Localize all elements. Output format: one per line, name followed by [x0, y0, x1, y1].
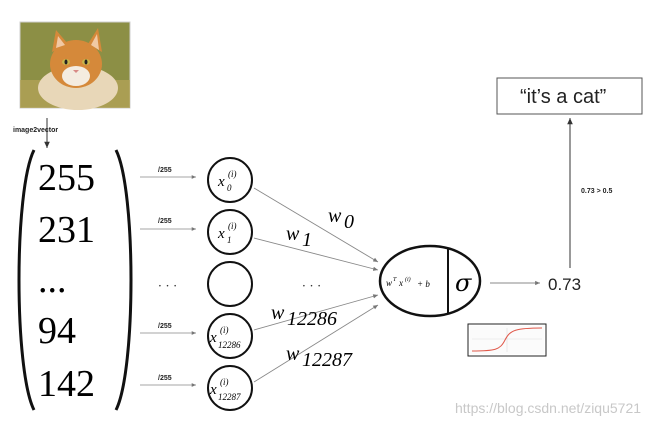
sigmoid-thumbnail: [467, 323, 547, 357]
node-sub-text: 1: [227, 235, 232, 245]
scale-label: /255: [158, 218, 172, 225]
formula-T: T: [393, 277, 397, 283]
vector-value: ...: [38, 259, 67, 301]
output-value: 0.73: [548, 275, 581, 294]
linear-formula: w T x (i) + b: [386, 276, 430, 289]
node-base-text: x: [209, 382, 217, 398]
formula-rest: + b: [417, 279, 430, 289]
vector-right-paren: [114, 149, 133, 411]
neuron: w T x (i) + b σ: [378, 244, 482, 318]
vector-value: 94: [38, 310, 76, 352]
vector-value: 255: [38, 157, 95, 199]
formula-i: (i): [405, 276, 411, 283]
node-sub-text: 0: [227, 183, 232, 193]
vector-left-paren: [17, 149, 36, 411]
scale-label: /255: [158, 375, 172, 382]
weight-edges: [253, 187, 379, 383]
weight-base-text: w: [328, 205, 342, 227]
scale-arrows: [140, 175, 196, 387]
left-ellipsis: · · ·: [158, 279, 177, 293]
node-sub-text: 12286: [218, 340, 241, 350]
cat-image: [19, 21, 131, 110]
input-node: x (i) 12286: [207, 313, 253, 359]
weight-label: w 1: [286, 223, 312, 251]
weight-label: w 12286: [271, 302, 337, 330]
right-ellipsis: · · ·: [302, 279, 321, 293]
input-node: x (i) 1: [207, 209, 253, 255]
image2vector-label: image2vector: [13, 127, 58, 134]
input-node: x (i) 12287: [207, 365, 253, 411]
weight-label: w 12287: [286, 343, 353, 371]
node-base-text: x: [217, 174, 225, 190]
sigma-symbol: σ: [455, 269, 472, 297]
node-sup-text: (i): [220, 325, 229, 335]
node-base-text: x: [217, 226, 225, 242]
weight-base-text: w: [286, 223, 300, 245]
input-node: x (i) 0: [207, 157, 253, 203]
result-text: “it’s a cat”: [520, 86, 606, 108]
weight-sub-text: 12287: [302, 349, 353, 371]
weight-sub-text: 1: [302, 229, 312, 251]
formula-w: w: [386, 278, 392, 288]
weight-base-text: w: [271, 302, 285, 324]
weight-label: w 0: [328, 205, 354, 233]
weight-sub-text: 0: [344, 211, 354, 233]
scale-label: /255: [158, 167, 172, 174]
vector-value: 142: [38, 363, 95, 405]
result-box: [496, 77, 643, 115]
watermark: https://blog.csdn.net/ziqu5721: [455, 400, 641, 416]
threshold-label: 0.73 > 0.5: [581, 188, 612, 195]
formula-x: x: [398, 278, 403, 288]
node-base-text: x: [209, 330, 217, 346]
weight-base-text: w: [286, 343, 300, 365]
node-sup-text: (i): [228, 221, 237, 231]
input-node-empty: [207, 261, 253, 307]
node-sup-text: (i): [220, 377, 229, 387]
weight-sub-text: 12286: [287, 308, 337, 330]
node-sup-text: (i): [228, 169, 237, 179]
node-sub-text: 12287: [218, 392, 241, 402]
scale-label: /255: [158, 323, 172, 330]
vector-value: 231: [38, 209, 95, 251]
